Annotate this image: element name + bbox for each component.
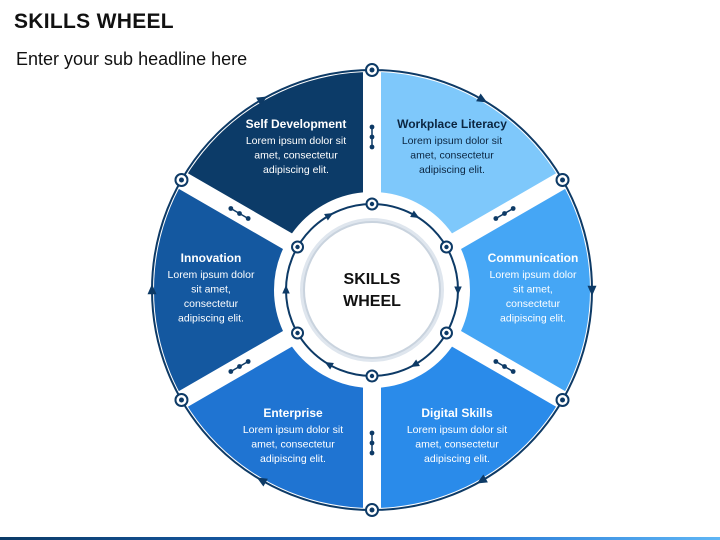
- gap-bead: [369, 450, 375, 456]
- inner-arrow-icon: [324, 213, 334, 221]
- gap-bead: [369, 430, 375, 436]
- segment-body-enterprise: adipiscing elit.: [260, 453, 326, 465]
- segment-title-workplace-literacy: Workplace Literacy: [397, 117, 507, 131]
- outer-arrow-icon: [476, 93, 488, 103]
- outer-node-dot: [369, 507, 375, 513]
- gap-bead: [502, 211, 507, 216]
- segment-body-digital-skills: Lorem ipsum dolor sit: [407, 424, 507, 436]
- gap-bead: [228, 206, 234, 211]
- inner-arrow-icon: [324, 361, 334, 370]
- segment-body-enterprise: Lorem ipsum dolor sit: [243, 424, 343, 436]
- segment-title-innovation: Innovation: [181, 251, 242, 265]
- gap-bead: [493, 359, 499, 364]
- inner-node-dot: [444, 330, 449, 336]
- gap-bead: [237, 364, 242, 369]
- page-subtitle: Enter your sub headline here: [16, 49, 248, 69]
- gap-bead: [369, 134, 375, 140]
- inner-arrow-icon: [410, 359, 420, 367]
- outer-arrow-icon: [256, 477, 268, 487]
- center-disc: [303, 221, 441, 359]
- inner-arrow-icon: [454, 286, 462, 295]
- gap-bead: [245, 216, 251, 221]
- outer-arrow-icon: [476, 474, 488, 484]
- inner-arrow-icon: [410, 210, 420, 219]
- segment-title-communication: Communication: [488, 251, 579, 265]
- outer-arrow-icon: [256, 96, 268, 106]
- gap-bead: [502, 364, 507, 369]
- segment-body-innovation: Lorem ipsum dolor: [168, 269, 255, 281]
- inner-node-dot: [369, 373, 375, 379]
- segment-body-communication: adipiscing elit.: [500, 313, 566, 325]
- outer-node-dot: [178, 177, 184, 183]
- outer-node-dot: [560, 177, 566, 183]
- segment-body-digital-skills: amet, consectetur: [415, 439, 499, 451]
- inner-node-dot: [295, 330, 300, 336]
- segment-body-communication: consectetur: [506, 298, 561, 310]
- segment-body-workplace-literacy: adipiscing elit.: [419, 164, 485, 176]
- segment-body-innovation: adipiscing elit.: [178, 313, 244, 325]
- outer-node-dot: [369, 67, 375, 73]
- segment-body-workplace-literacy: amet, consectetur: [410, 150, 494, 162]
- inner-node-dot: [295, 244, 300, 250]
- center-label-line-1: SKILLS: [344, 271, 401, 288]
- inner-node-dot: [444, 244, 449, 250]
- gap-bead: [245, 359, 251, 364]
- segment-innovation: [154, 185, 283, 395]
- segment-body-self-development: adipiscing elit.: [263, 164, 329, 176]
- segment-body-innovation: sit amet,: [191, 284, 231, 296]
- outer-node-dot: [560, 397, 566, 403]
- segment-body-innovation: consectetur: [184, 298, 239, 310]
- gap-bead: [510, 369, 516, 374]
- segment-enterprise: [182, 346, 363, 508]
- gap-bead: [237, 211, 242, 216]
- gap-bead: [369, 144, 375, 150]
- segment-self-development: [182, 72, 363, 234]
- gap-bead: [493, 216, 499, 221]
- segments-group: [154, 72, 590, 508]
- outer-arrow-icon: [587, 285, 597, 296]
- footer-bar: [0, 537, 720, 540]
- gap-bead: [369, 440, 375, 446]
- segment-body-enterprise: amet, consectetur: [251, 439, 335, 451]
- segment-body-self-development: Lorem ipsum dolor sit: [246, 135, 346, 147]
- segment-title-enterprise: Enterprise: [263, 406, 323, 420]
- center-label-line-2: WHEEL: [343, 293, 401, 310]
- inner-node-dot: [369, 201, 375, 207]
- segment-body-self-development: amet, consectetur: [254, 150, 338, 162]
- gap-bead: [369, 124, 375, 130]
- segment-digital-skills: [381, 346, 562, 508]
- segment-body-communication: Lorem ipsum dolor: [490, 269, 577, 281]
- inner-arrow-icon: [282, 285, 290, 294]
- outer-arrow-icon: [147, 284, 157, 295]
- segment-workplace-literacy: [381, 72, 562, 234]
- gap-bead: [228, 369, 234, 374]
- gap-bead: [510, 206, 516, 211]
- segment-title-digital-skills: Digital Skills: [421, 406, 493, 420]
- segment-communication: [461, 185, 590, 395]
- page-title: SKILLS WHEEL: [14, 10, 174, 33]
- segment-body-communication: sit amet,: [513, 284, 553, 296]
- segment-body-workplace-literacy: Lorem ipsum dolor sit: [402, 135, 502, 147]
- outer-node-dot: [178, 397, 184, 403]
- segment-title-self-development: Self Development: [246, 117, 347, 131]
- segment-body-digital-skills: adipiscing elit.: [424, 453, 490, 465]
